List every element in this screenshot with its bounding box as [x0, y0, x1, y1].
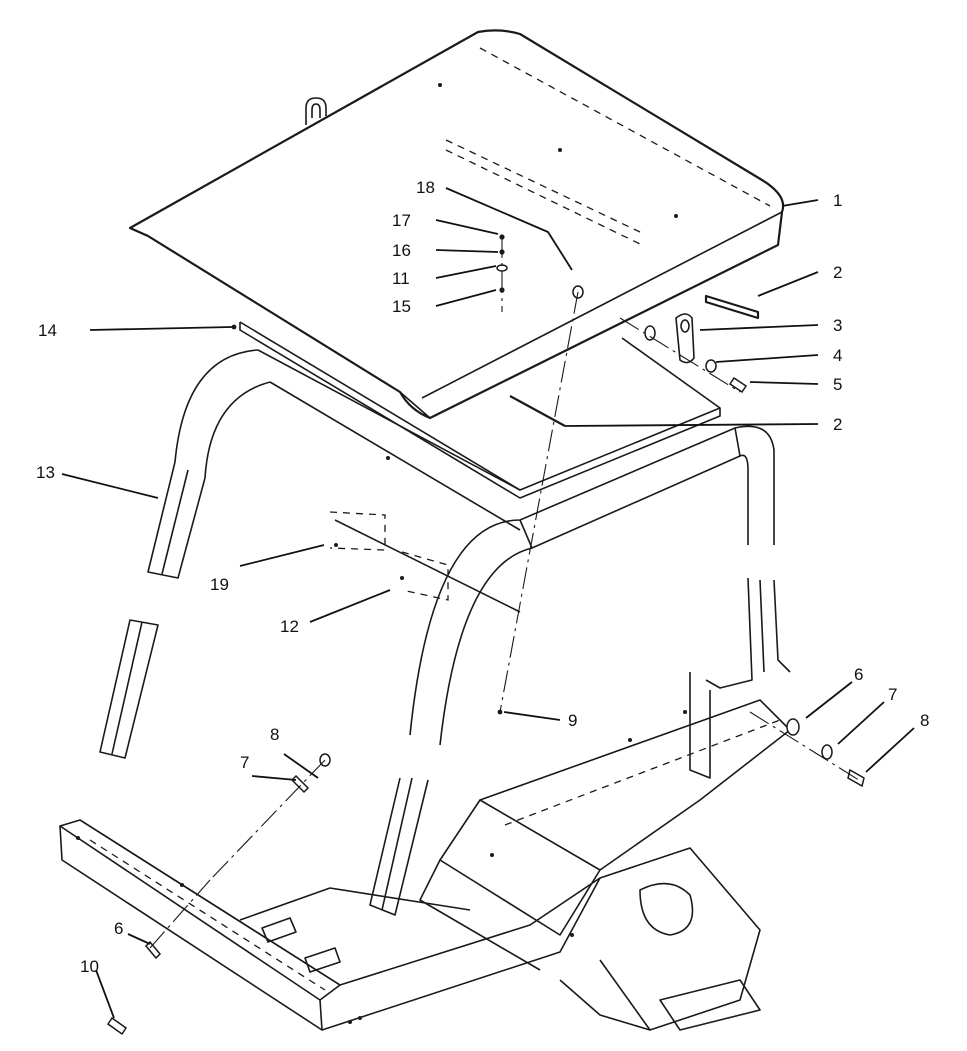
- callout-10: 9: [568, 711, 577, 730]
- callout-8-left: 10: [80, 957, 99, 976]
- callout-16: 16: [392, 241, 411, 260]
- callout-1: 1: [833, 191, 842, 210]
- callout-13: 13: [36, 463, 55, 482]
- assembly-centerlines: [149, 236, 863, 949]
- callout-4: 4: [833, 346, 842, 365]
- callout-3: 3: [833, 316, 842, 335]
- canopy-top: [128, 29, 785, 420]
- callout-18: 18: [416, 178, 435, 197]
- callout-7-right: 7: [888, 685, 897, 704]
- callout-12: 12: [280, 617, 299, 636]
- hardware: [106, 234, 865, 1036]
- callout-7-left: 7: [240, 753, 249, 772]
- rops-frame: [99, 349, 791, 916]
- callout-15: 15: [392, 297, 411, 316]
- callout-9: 8: [270, 725, 279, 744]
- base-frame: [59, 672, 791, 1031]
- leader-lines: [61, 187, 915, 1019]
- callout-8-right: 8: [920, 711, 929, 730]
- roof-panel: [239, 321, 721, 499]
- callout-5: 5: [833, 375, 842, 394]
- callout-19: 19: [210, 575, 229, 594]
- callout-2-seal: 2: [833, 263, 842, 282]
- callout-6-left: 6: [114, 919, 123, 938]
- callout-11: 11: [392, 269, 410, 288]
- callout-6-right: 6: [854, 665, 863, 684]
- callout-labels: 1 2 3 4 5 2 18 17 16 11 15 14 13 19 12 9…: [36, 178, 929, 976]
- callout-17: 17: [392, 211, 411, 230]
- callout-14: 14: [38, 321, 57, 340]
- callout-2-strip: 2: [833, 415, 842, 434]
